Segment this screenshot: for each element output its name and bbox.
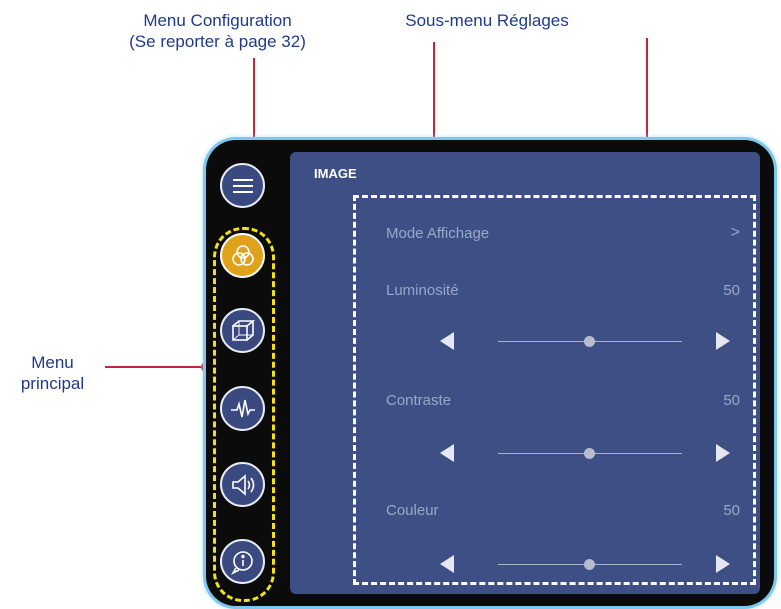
brightness-slider-knob[interactable] (584, 336, 595, 347)
leader-line-submenu (433, 42, 435, 188)
row-color-label: Couleur (386, 502, 439, 519)
panel-title: IMAGE (314, 166, 357, 181)
3d-box-icon (231, 319, 255, 341)
annotation-main-menu: Menu principal (0, 352, 105, 394)
speaker-icon (231, 473, 254, 496)
sidebar-item-configuration[interactable] (220, 163, 265, 208)
color-slider-knob[interactable] (584, 559, 595, 570)
row-brightness-label: Luminosité (386, 282, 459, 299)
hamburger-icon (232, 178, 253, 193)
contrast-decrease-arrow[interactable] (440, 444, 454, 462)
sidebar-item-audio[interactable] (220, 462, 265, 507)
annotation-main-menu-line2: principal (20, 374, 85, 393)
row-display-mode[interactable]: Mode Affichage > (290, 220, 760, 250)
brightness-decrease-arrow[interactable] (440, 332, 454, 350)
annotation-menu-config: Menu Configuration (Se reporter à page 3… (95, 10, 340, 52)
row-display-mode-label: Mode Affichage (386, 225, 490, 242)
leader-line-config (253, 58, 255, 154)
annotation-menu-config-line1: Menu Configuration (143, 11, 292, 30)
annotation-submenu: Sous-menu Réglages (405, 11, 569, 30)
annotation-menu-config-line2: (Se reporter à page 32) (129, 32, 306, 51)
annotation-main-menu-line1: Menu (31, 353, 74, 372)
leader-line-main-menu (105, 366, 205, 368)
contrast-slider-knob[interactable] (584, 448, 595, 459)
row-contrast-label: Contraste (386, 392, 452, 409)
image-settings-panel: IMAGE Mode Affichage > Luminosité 50 Con… (290, 152, 760, 594)
chevron-right-icon: > (730, 224, 740, 241)
main-menu-highlight-outline (213, 227, 275, 602)
row-color-value: 50 (723, 502, 740, 519)
row-contrast-value: 50 (723, 392, 740, 409)
device-screen: IMAGE Mode Affichage > Luminosité 50 Con… (206, 140, 774, 606)
color-increase-arrow[interactable] (716, 555, 730, 573)
color-decrease-arrow[interactable] (440, 555, 454, 573)
brightness-increase-arrow[interactable] (716, 332, 730, 350)
sidebar-item-display[interactable] (220, 308, 265, 353)
contrast-increase-arrow[interactable] (716, 444, 730, 462)
row-brightness-value: 50 (723, 282, 740, 299)
sidebar-item-signal[interactable] (220, 386, 265, 431)
submenu-highlight-outline (353, 195, 756, 585)
waveform-icon (230, 399, 255, 417)
